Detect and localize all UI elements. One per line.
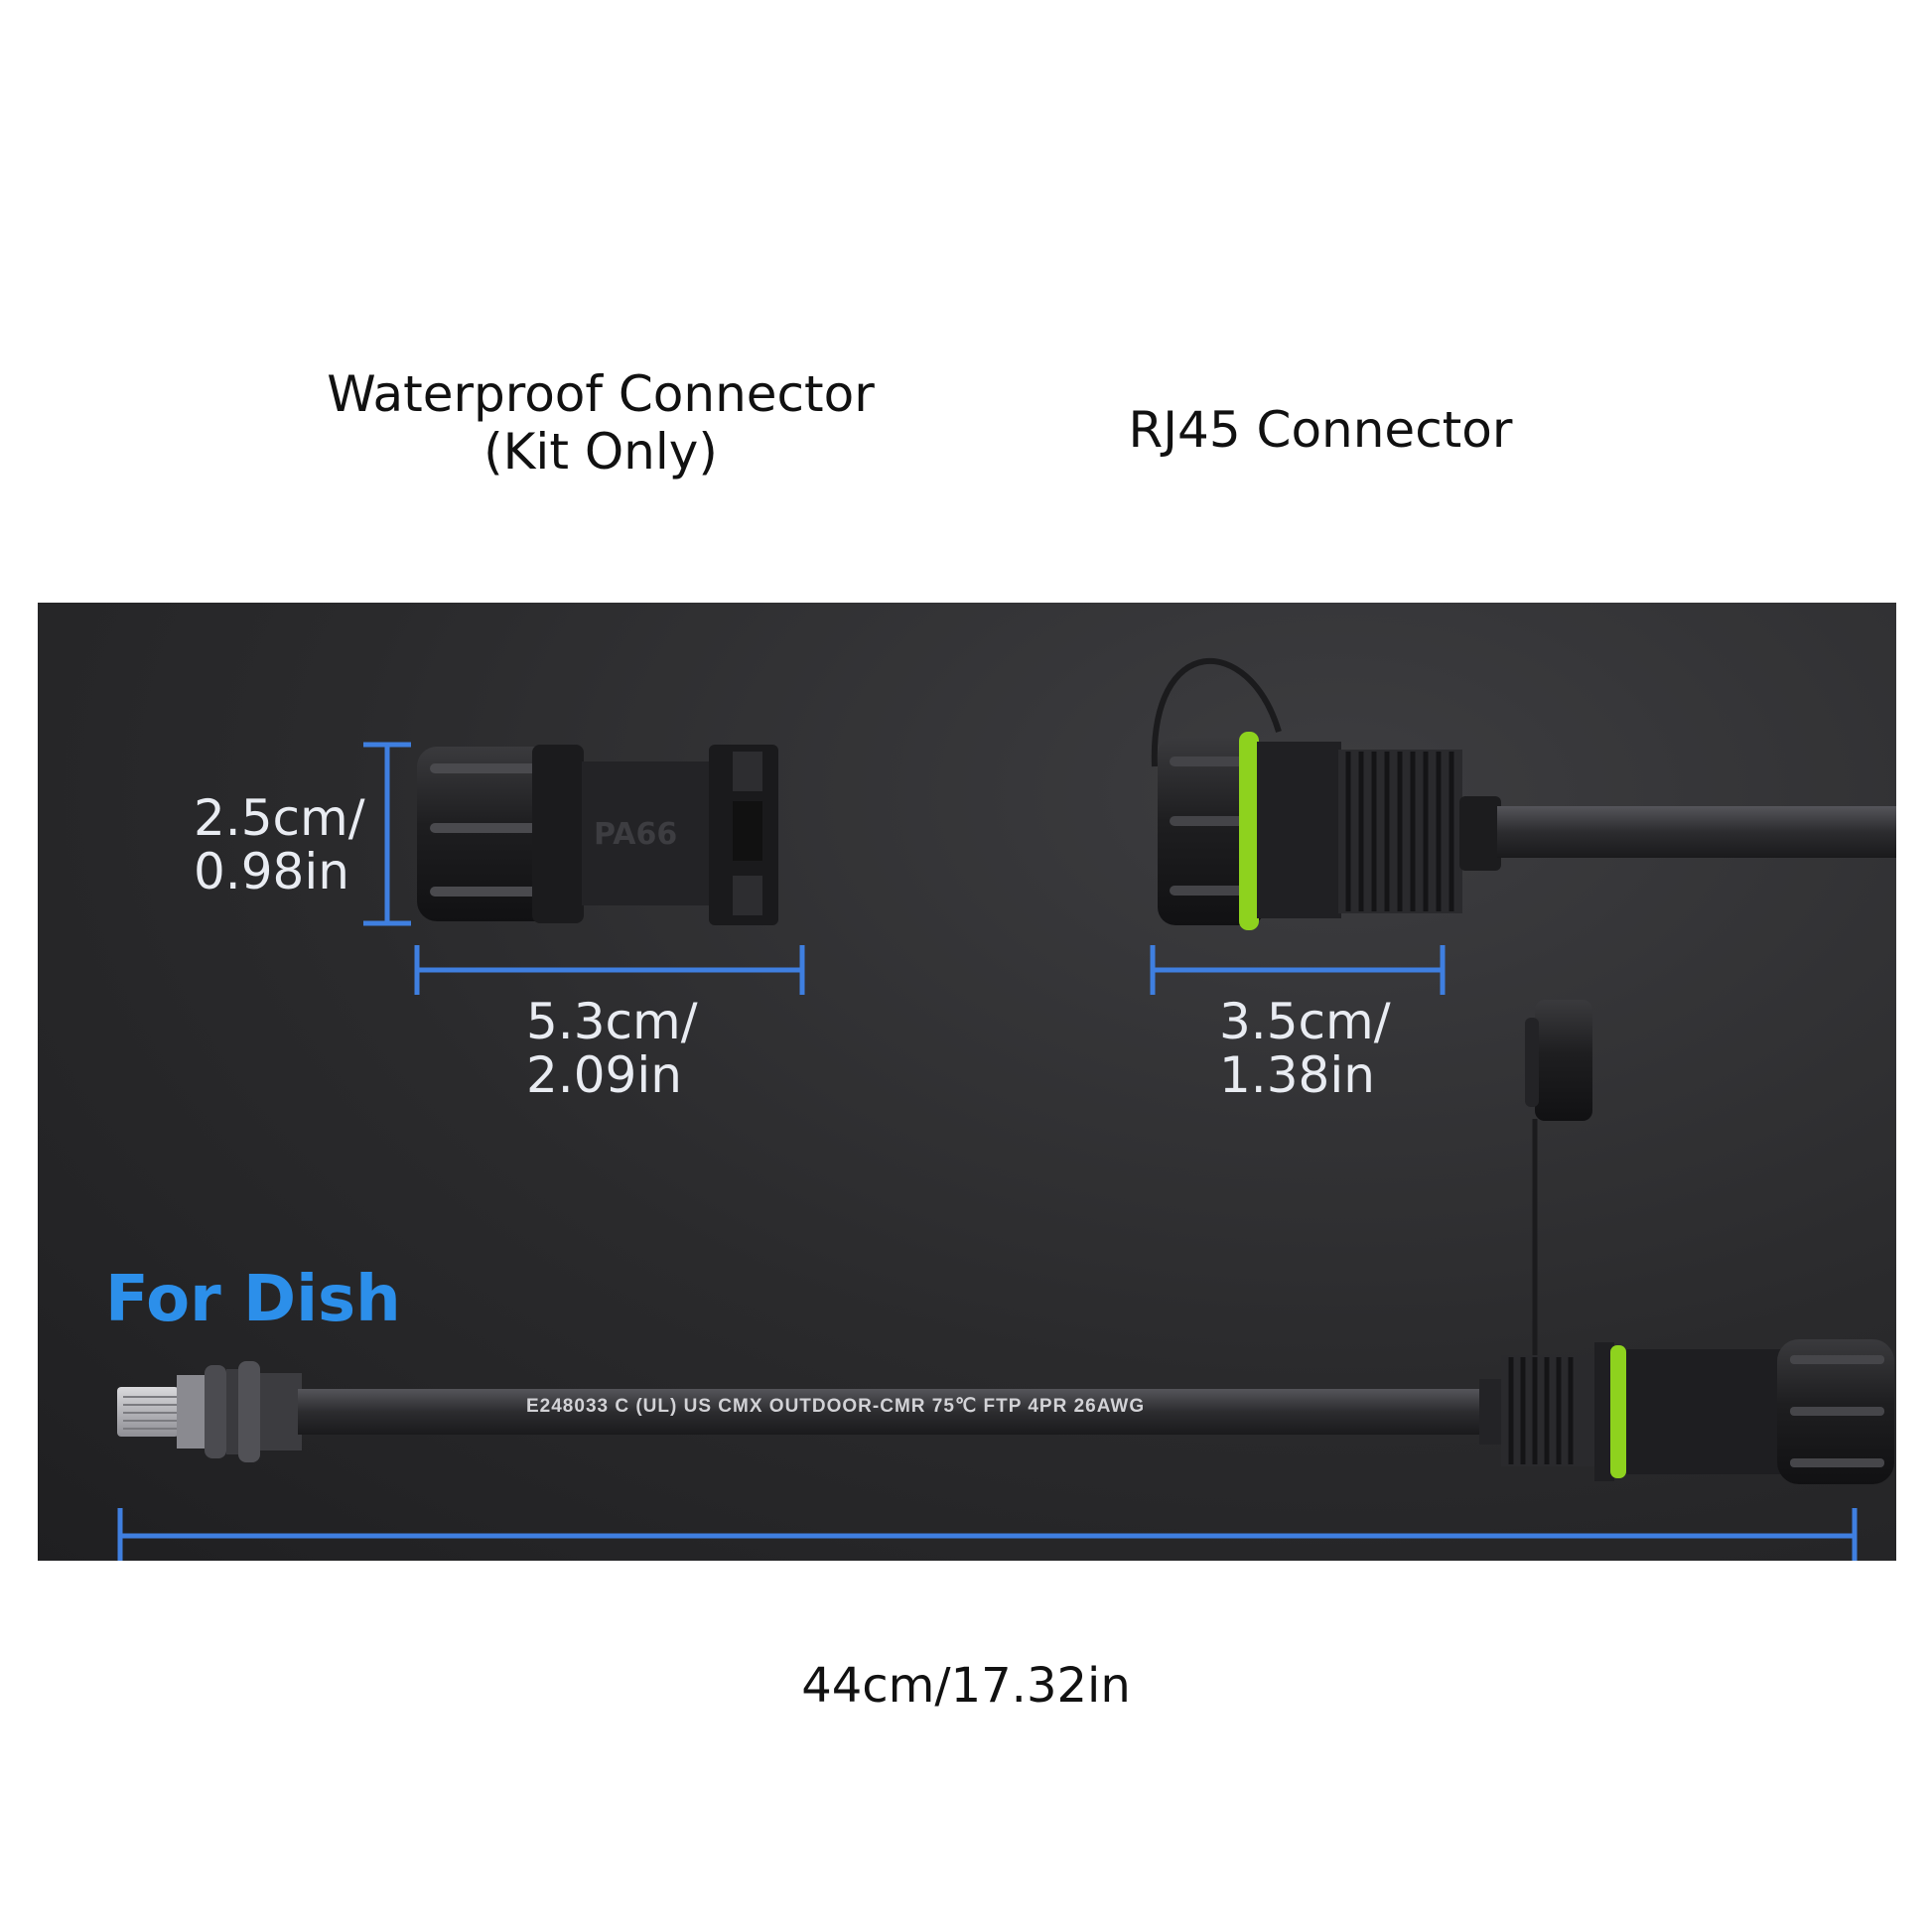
waterproof-connector: PA66 bbox=[417, 745, 778, 925]
waterproof-width-label: 5.3cm/ 2.09in bbox=[526, 995, 698, 1102]
waterproof-width-in: 2.09in bbox=[526, 1046, 682, 1104]
pa66-emboss: PA66 bbox=[594, 817, 677, 852]
dust-cap bbox=[1535, 1000, 1592, 1121]
waterproof-title-line1: Waterproof Connector bbox=[327, 365, 875, 423]
waterproof-title-line2: (Kit Only) bbox=[483, 423, 718, 481]
waterproof-height-in: 0.98in bbox=[194, 843, 349, 900]
product-photo-panel: PA66 bbox=[38, 603, 1896, 1561]
waterproof-height-label: 2.5cm/ 0.98in bbox=[194, 791, 365, 898]
rj45-width-label: 3.5cm/ 1.38in bbox=[1219, 995, 1391, 1102]
dimension-lines bbox=[117, 742, 1858, 1561]
cable-print-text: E248033 C (UL) US CMX OUTDOOR-CMR 75℃ FT… bbox=[526, 1396, 1146, 1417]
rj45-connector bbox=[1151, 657, 1896, 930]
rj45-connector-title: RJ45 Connector bbox=[1128, 401, 1513, 459]
for-dish-label: For Dish bbox=[105, 1263, 401, 1336]
cable-assembly bbox=[117, 1000, 1894, 1484]
waterproof-width-cm: 5.3cm/ bbox=[526, 993, 698, 1050]
green-seal-ring-bottom bbox=[1610, 1345, 1626, 1478]
rj45-width-cm: 3.5cm/ bbox=[1219, 993, 1391, 1050]
product-illustration: PA66 bbox=[117, 657, 1896, 1561]
total-length-label: 44cm/17.32in bbox=[801, 1658, 1131, 1714]
waterproof-connector-title: Waterproof Connector (Kit Only) bbox=[298, 365, 903, 481]
waterproof-height-cm: 2.5cm/ bbox=[194, 789, 365, 847]
rj45-width-in: 1.38in bbox=[1219, 1046, 1375, 1104]
ethernet-cable bbox=[298, 1389, 1479, 1435]
green-seal-ring bbox=[1239, 732, 1259, 930]
